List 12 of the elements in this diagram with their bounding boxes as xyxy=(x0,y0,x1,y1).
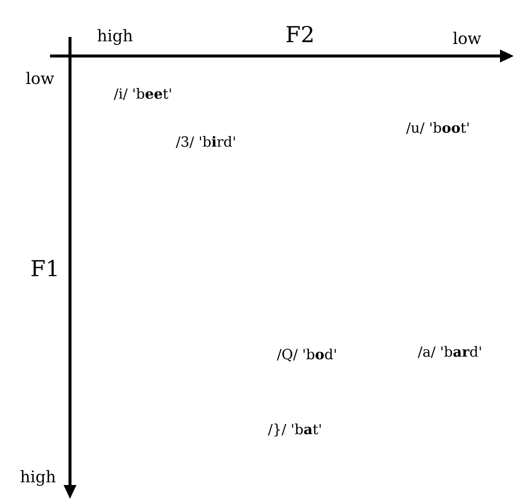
axis-end-label: low xyxy=(453,32,482,44)
axis-title: F1 xyxy=(32,260,56,276)
axis-title: F2 xyxy=(286,26,312,42)
axis-end-label: high xyxy=(98,29,133,45)
axis-end-label: low xyxy=(26,72,54,84)
vowel-label: /a/ 'bard' xyxy=(418,346,481,358)
vowel-label: /u/ 'boot' xyxy=(406,122,469,134)
vowel-label: /}/ 'bat' xyxy=(268,424,321,436)
vowel-label: /Q/ 'bod' xyxy=(276,348,336,362)
vowel-label: /i/ 'beet' xyxy=(114,88,171,100)
axis-end-label: high xyxy=(20,470,56,486)
vowel-label: /3/ 'bird' xyxy=(176,136,235,148)
